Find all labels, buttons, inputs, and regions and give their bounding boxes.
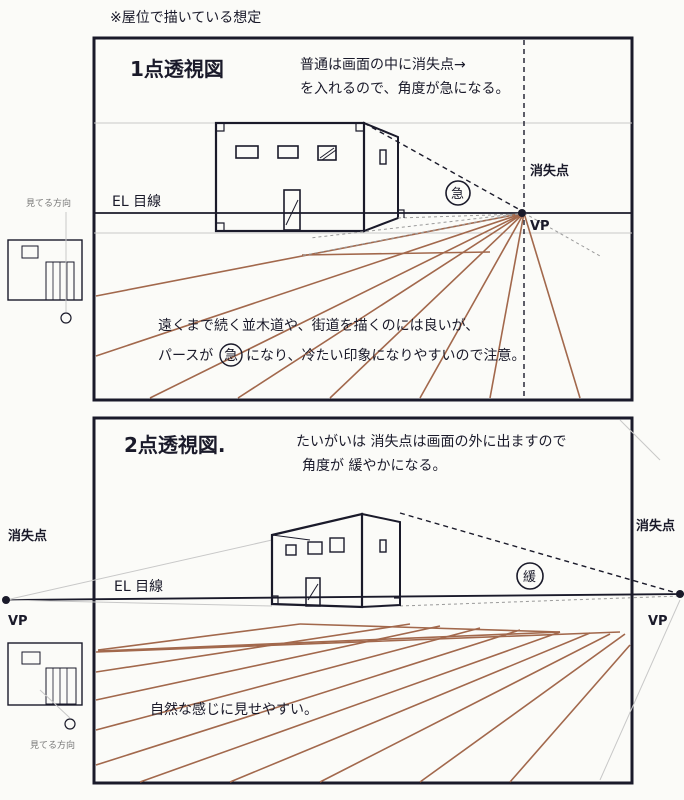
panel2-floor-lines <box>95 623 631 783</box>
panel1-body-circle-char: 急 <box>224 348 238 364</box>
panel1-title: 1点透視図 <box>130 57 224 81</box>
panel2-frame <box>92 416 634 785</box>
panel2-vp-left-label: 消失点 <box>8 528 47 544</box>
panel1-frame <box>92 36 634 402</box>
panel1-note-line1: 普通は画面の中に消失点→ <box>300 57 466 73</box>
panel1-body-circle <box>219 343 243 367</box>
panel1-vp-label: 消失点 <box>530 163 569 179</box>
panel2-vanishing-point-right <box>676 590 684 598</box>
panel2-body-line1: 自然な感じに見せやすい。 <box>150 701 318 718</box>
panel1-thumb-label: 見てる方向 <box>26 197 71 209</box>
panel1-vanishing-point <box>518 209 526 217</box>
panel1-vp-tag: VP <box>530 219 550 234</box>
panel2-building <box>270 512 401 609</box>
panel1-body-line2b: になり、冷たい印象になりやすいので注意。 <box>246 347 525 364</box>
panel2-eye-level-line <box>5 593 684 601</box>
panel2-circle-mark <box>516 562 544 590</box>
header-note: ※屋位で描いている想定 <box>110 10 261 26</box>
panel-one-point: 消失点 VP 急 1点透視図 普通は画面の中に消失点→ を入れるので、角度が急に… <box>7 36 634 402</box>
panel2-vp-right-tag: VP <box>648 614 668 629</box>
panel1-body-line1: 遠くまで続く並木道や、街道を描くのには良いが、 <box>158 317 479 334</box>
panel2-roof-to-vp <box>399 512 681 595</box>
panel2-note-line2: 角度が 緩やかになる。 <box>302 458 446 474</box>
panel2-note-line1: たいがいは 消失点は画面の外に出ますので <box>296 434 566 450</box>
panel2-circle-char: 緩 <box>523 570 536 585</box>
panel1-thumbnail: 見てる方向 <box>7 197 83 324</box>
panel1-note-line2: を入れるので、角度が急になる。 <box>300 81 509 97</box>
panel2-vanishing-point-left <box>2 596 10 604</box>
panel2-thumb-label: 見てる方向 <box>30 739 75 751</box>
panel2-el-label: EL 目線 <box>114 579 163 595</box>
panel1-roof-to-vp <box>363 122 523 212</box>
panel2-vp-left-tag: VP <box>8 614 28 629</box>
panel2-thumbnail: 見てる方向 <box>7 642 83 751</box>
panel1-circle-mark <box>445 180 471 206</box>
panel1-building <box>214 121 523 233</box>
panel1-floor-lines <box>95 212 601 399</box>
panel1-body-line2a: パースが <box>158 348 213 364</box>
panel2-title: 2点透視図. <box>124 433 226 457</box>
panel1-el-label: EL 目線 <box>112 194 161 210</box>
panel-two-point: 消失点 VP 消失点 VP 緩 2点透視図. たいがいは 消失点は画面の外に出ま… <box>2 416 684 785</box>
panel1-circle-char: 急 <box>451 187 464 202</box>
panel2-vp-right-label: 消失点 <box>636 518 675 534</box>
